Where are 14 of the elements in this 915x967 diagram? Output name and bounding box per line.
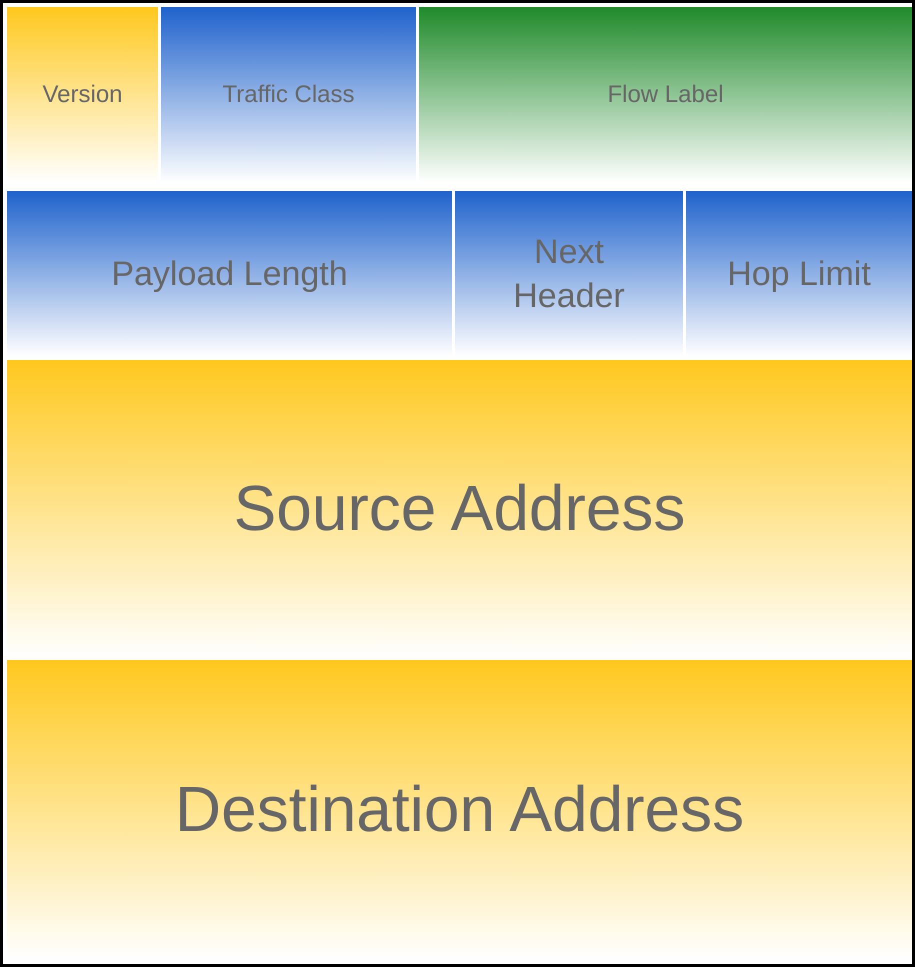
hop-limit-field — [686, 191, 912, 357]
field-label: Version — [42, 80, 123, 110]
field-label: Source Address — [234, 471, 686, 546]
field-label: Payload Length — [111, 254, 348, 295]
flow-label-field — [419, 7, 912, 183]
field-label: Hop Limit — [727, 254, 871, 295]
payload-length-field — [7, 191, 452, 357]
field-label: Traffic Class — [222, 80, 355, 110]
field-label: Destination Address — [174, 772, 744, 848]
next-header-field — [455, 191, 683, 357]
traffic-class-field — [161, 7, 416, 183]
field-label: Flow Label — [607, 80, 724, 110]
version-field — [7, 7, 158, 183]
field-label: Next Header — [512, 232, 626, 317]
